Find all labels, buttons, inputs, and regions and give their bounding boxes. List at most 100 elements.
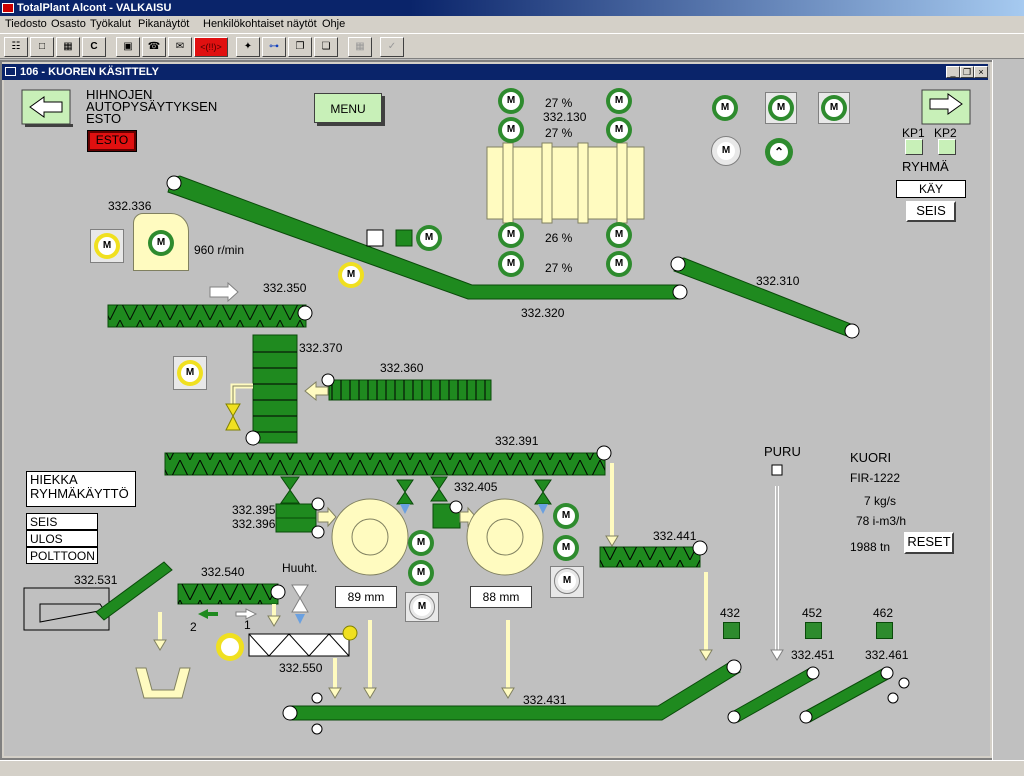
motor-icon[interactable]: M — [606, 88, 632, 114]
minimize-button[interactable]: _ — [946, 66, 960, 78]
sand-seis-button[interactable]: SEIS — [26, 513, 98, 530]
forward-arrow-button[interactable] — [921, 89, 971, 125]
fan-icon[interactable]: ⌃ — [765, 138, 793, 166]
motor-icon[interactable]: M — [606, 251, 632, 277]
kp2-button[interactable] — [938, 139, 956, 155]
menu-tiedosto[interactable]: Tiedosto — [5, 18, 47, 30]
screw-conveyor-332-441[interactable] — [599, 540, 708, 568]
tag-332-550: 332.550 — [279, 661, 323, 675]
motor-icon[interactable]: M — [416, 225, 442, 251]
conveyor-332-360[interactable] — [321, 373, 492, 401]
tag-462: 462 — [873, 606, 894, 620]
motor-icon[interactable]: M — [94, 233, 120, 259]
screw-conveyor-332-405[interactable] — [432, 500, 463, 529]
motor-icon[interactable]: M — [821, 95, 847, 121]
screw-conveyor-332-540[interactable] — [177, 583, 286, 605]
tag-332-350: 332.350 — [263, 281, 307, 295]
motor-icon[interactable]: M — [498, 222, 524, 248]
conveyor-332-310[interactable] — [670, 256, 860, 339]
motor-icon[interactable]: M — [606, 222, 632, 248]
feeder-press2[interactable] — [534, 479, 552, 505]
motor-icon[interactable]: M — [498, 251, 524, 277]
screw-conveyor-332-550[interactable] — [248, 625, 358, 657]
motor-icon[interactable]: M — [177, 360, 203, 386]
close-button[interactable]: × — [974, 66, 988, 78]
bark-flow-volume: 78 i-m3/h — [856, 514, 907, 528]
back-arrow-button[interactable] — [21, 89, 73, 127]
tag-332-431: 332.431 — [523, 693, 567, 707]
screw-conveyor-332-395[interactable] — [275, 497, 325, 539]
feeder-press1[interactable] — [396, 479, 414, 505]
key-icon[interactable]: ⊶ — [262, 37, 286, 57]
huuht-valve[interactable] — [291, 584, 309, 613]
conveyor-332-451[interactable] — [727, 666, 820, 724]
menu-button[interactable]: MENU — [314, 93, 382, 123]
chart-icon[interactable]: ▦ — [56, 37, 80, 57]
kp1-button[interactable] — [905, 139, 923, 155]
refresh-c-icon[interactable]: C — [82, 37, 106, 57]
group-stop-button[interactable]: SEIS — [906, 201, 956, 222]
windows-icon[interactable]: ❐ — [288, 37, 312, 57]
motor-icon[interactable] — [216, 633, 244, 661]
tag-332-320: 332.320 — [521, 306, 565, 320]
menu-ohje[interactable]: Ohje — [322, 18, 346, 30]
motor-icon[interactable]: M — [606, 117, 632, 143]
status-indicator-452[interactable] — [805, 622, 822, 639]
feeder-395[interactable] — [280, 476, 300, 504]
wrench-icon[interactable]: ✦ — [236, 37, 260, 57]
motor-icon[interactable]: M — [712, 95, 738, 121]
conveyor-332-431[interactable] — [282, 659, 742, 721]
window-doc-icon — [5, 67, 16, 76]
interlock-esto-button[interactable]: ESTO — [87, 130, 137, 152]
motor-icon[interactable]: M — [148, 230, 174, 256]
bark-press-2[interactable] — [466, 498, 544, 576]
bark-press-1[interactable] — [331, 498, 409, 576]
huuht-label: Huuht. — [282, 561, 318, 575]
sand-title-2: RYHMÄKÄYTTÖ — [30, 486, 129, 501]
sand-ulos-button[interactable]: ULOS — [26, 530, 98, 547]
tag-332-395: 332.395 — [232, 503, 276, 517]
menu-pikanaytot[interactable]: Pikanäytöt — [138, 18, 190, 30]
conveyor-332-320[interactable] — [166, 175, 688, 300]
conveyor-332-531[interactable] — [23, 561, 173, 631]
motor-icon[interactable]: M — [408, 530, 434, 556]
menu-henkilokohtaiset[interactable]: Henkilökohtaiset näytöt — [203, 18, 317, 30]
screw-conveyor-332-391[interactable] — [164, 445, 612, 476]
restore-button[interactable]: ❐ — [960, 66, 974, 78]
phone-icon[interactable]: ☎ — [142, 37, 166, 57]
bark-reset-button[interactable]: RESET — [904, 532, 954, 554]
tag-332-391: 332.391 — [495, 434, 539, 448]
sand-title-1: HIEKKA — [30, 472, 78, 487]
window-icon[interactable]: □ — [30, 37, 54, 57]
tag-332-396: 332.396 — [232, 517, 276, 531]
puru-label: PURU — [764, 444, 801, 459]
status-indicator-432[interactable] — [723, 622, 740, 639]
status-indicator-462[interactable] — [876, 622, 893, 639]
motor-icon[interactable]: M — [553, 535, 579, 561]
motor-icon[interactable]: M — [408, 560, 434, 586]
motor-icon[interactable]: M — [554, 568, 580, 594]
screw-conveyor-332-350[interactable] — [107, 304, 313, 328]
motor-icon[interactable]: M — [711, 136, 741, 166]
feeder-405[interactable] — [430, 476, 448, 502]
conveyor-332-461[interactable] — [799, 666, 894, 724]
puru-indicator[interactable] — [771, 464, 783, 476]
screw-conveyor-332-370[interactable] — [245, 334, 298, 446]
motor-icon[interactable]: M — [338, 262, 364, 288]
id-card-icon[interactable]: ▣ — [116, 37, 140, 57]
alarm-icon[interactable]: <(!!)> — [194, 37, 228, 57]
menu-tyokalut[interactable]: Työkalut — [90, 18, 131, 30]
motor-icon[interactable]: M — [409, 594, 435, 620]
motor-icon[interactable]: M — [553, 503, 579, 529]
kp1-label: KP1 — [902, 126, 925, 140]
motor-icon[interactable]: M — [768, 95, 794, 121]
blue-arrow-icon — [400, 504, 410, 514]
envelope-icon[interactable]: ✉ — [168, 37, 192, 57]
network-icon[interactable]: ☷ — [4, 37, 28, 57]
motor-icon[interactable]: M — [498, 117, 524, 143]
windows-stack-icon[interactable]: ❏ — [314, 37, 338, 57]
menu-osasto[interactable]: Osasto — [51, 18, 86, 30]
rotary-feeder[interactable] — [225, 403, 241, 431]
sand-polttoon-button[interactable]: POLTTOON — [26, 547, 98, 564]
motor-icon[interactable]: M — [498, 88, 524, 114]
